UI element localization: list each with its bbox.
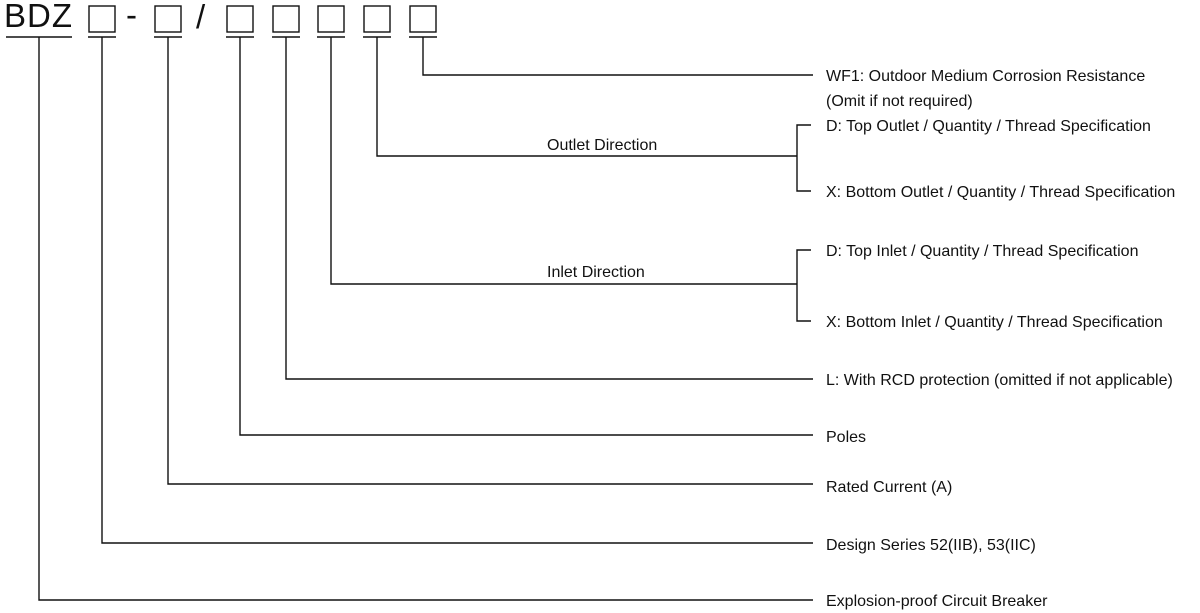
connector-outlet bbox=[376, 37, 797, 157]
connector-poles bbox=[239, 37, 813, 436]
bracket-inlet bbox=[796, 249, 811, 322]
label-poles: Poles bbox=[826, 429, 866, 446]
code-box-rated-current bbox=[154, 5, 182, 33]
label-rated-current: Rated Current (A) bbox=[826, 479, 952, 496]
code-slash: / bbox=[196, 0, 206, 35]
label-outlet-top: D: Top Outlet / Quantity / Thread Specif… bbox=[826, 118, 1151, 135]
label-corrosion: WF1: Outdoor Medium Corrosion Resistance bbox=[826, 68, 1145, 85]
label-outlet-direction: Outlet Direction bbox=[547, 137, 657, 154]
label-inlet-bottom: X: Bottom Inlet / Quantity / Thread Spec… bbox=[826, 314, 1163, 331]
code-box-outlet bbox=[363, 5, 391, 33]
code-box-corrosion bbox=[409, 5, 437, 33]
connector-rcd bbox=[285, 37, 813, 380]
label-design-series: Design Series 52(IIB), 53(IIC) bbox=[826, 537, 1036, 554]
label-inlet-top: D: Top Inlet / Quantity / Thread Specifi… bbox=[826, 243, 1138, 260]
code-box-poles bbox=[226, 5, 254, 33]
connector-product bbox=[38, 37, 813, 601]
code-box-inlet bbox=[317, 5, 345, 33]
label-outlet-bottom: X: Bottom Outlet / Quantity / Thread Spe… bbox=[826, 184, 1175, 201]
code-dash: - bbox=[126, 0, 138, 33]
bracket-outlet bbox=[796, 124, 811, 192]
connector-corrosion bbox=[422, 37, 813, 76]
label-product: Explosion-proof Circuit Breaker bbox=[826, 593, 1048, 610]
code-prefix: BDZ bbox=[4, 0, 73, 34]
label-rcd: L: With RCD protection (omitted if not a… bbox=[826, 372, 1173, 389]
code-box-design-series bbox=[88, 5, 116, 33]
connector-inlet bbox=[330, 37, 797, 285]
label-corrosion-note: (Omit if not required) bbox=[826, 93, 973, 110]
connector-design-series bbox=[101, 37, 813, 544]
connector-rated-current bbox=[167, 37, 813, 485]
code-box-rcd bbox=[272, 5, 300, 33]
label-inlet-direction: Inlet Direction bbox=[547, 264, 645, 281]
